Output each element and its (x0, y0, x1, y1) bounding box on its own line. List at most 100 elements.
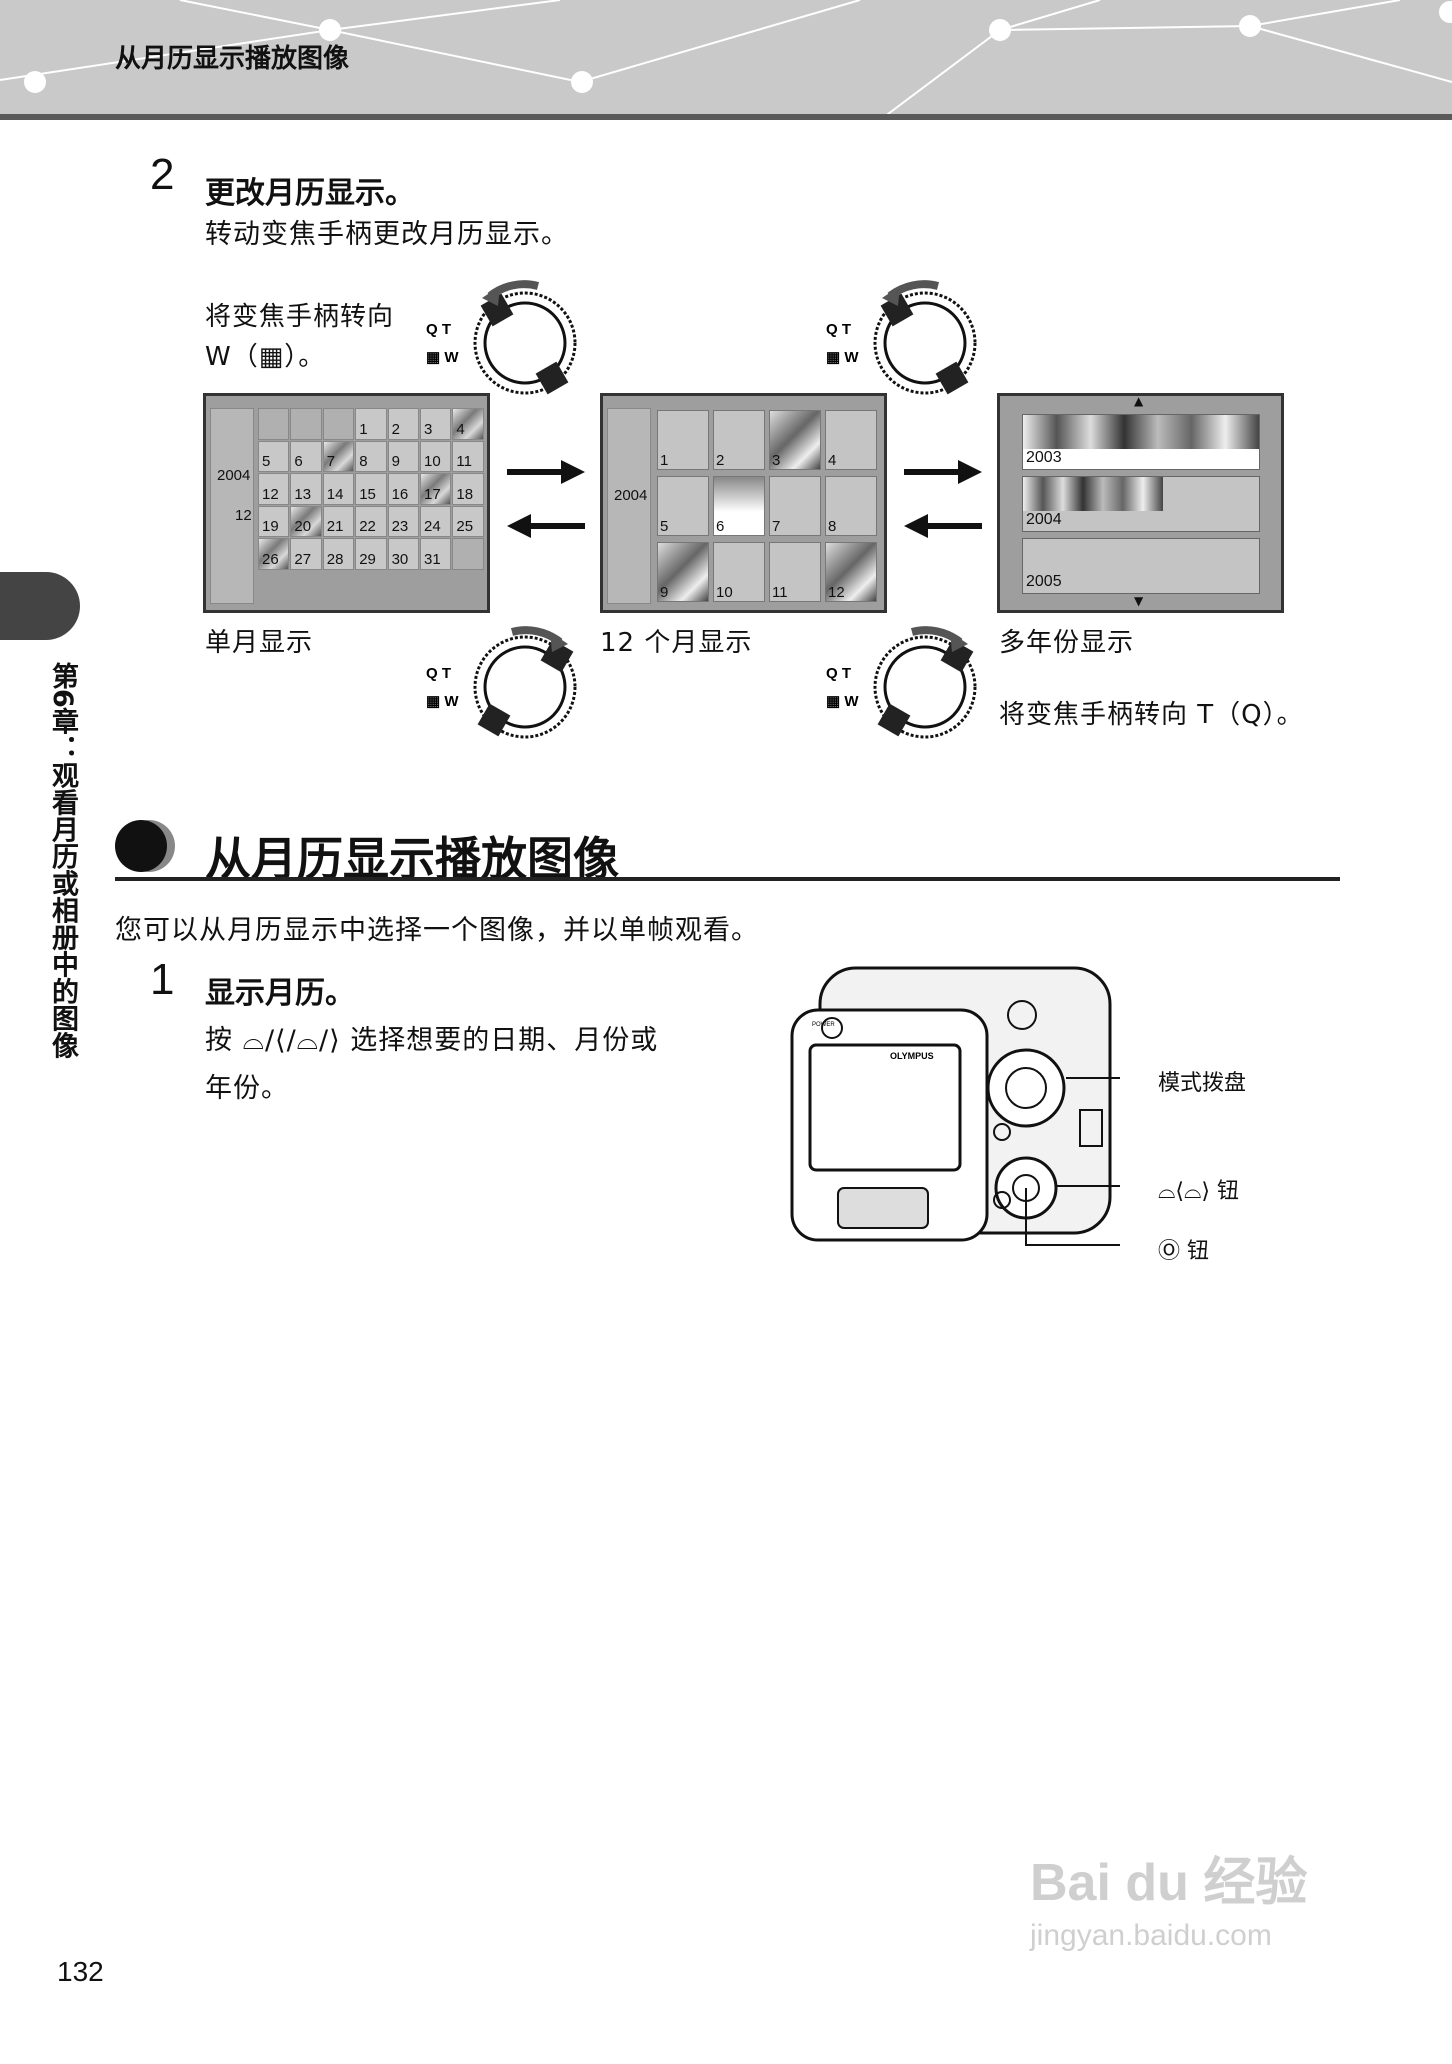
day-cell[interactable]: 2 (387, 408, 419, 440)
month-cell[interactable]: 2 (713, 410, 765, 470)
header-decoration (0, 0, 1452, 120)
day-number: 21 (326, 518, 344, 535)
day-cell[interactable]: 20 (290, 505, 322, 537)
day-number: 8 (359, 453, 368, 470)
day-number: 14 (326, 485, 344, 503)
day-number: 31 (424, 550, 441, 568)
zoom-w-instruction: 将变焦手柄转向 (205, 302, 395, 332)
day-cell[interactable]: 7 (322, 440, 355, 472)
zoom-t-instruction: 将变焦手柄转向 T（Q）。 (999, 700, 1304, 730)
step2-number: 2 (150, 150, 175, 199)
multi-year-screen: ▲ 2003 2004 2005 ▼ (997, 393, 1284, 613)
day-cell[interactable]: 22 (355, 505, 387, 537)
day-cell[interactable]: 25 (452, 505, 484, 537)
scroll-down-icon: ▼ (1134, 594, 1144, 608)
day-cell[interactable]: 12 (258, 473, 290, 505)
single-month-month: 12 (235, 507, 252, 524)
month-number: 8 (828, 518, 837, 535)
day-number: 27 (294, 550, 312, 568)
chapter-label: 第6章：观看月历或相册中的图像 (47, 662, 78, 1059)
month-number: 11 (772, 584, 788, 601)
day-cell[interactable]: 15 (355, 473, 387, 505)
day-cell[interactable] (258, 408, 290, 440)
day-cell[interactable]: 1 (355, 408, 387, 440)
day-cell[interactable]: 11 (452, 440, 484, 472)
day-cell[interactable]: 31 (420, 538, 452, 570)
day-cell[interactable] (452, 538, 484, 570)
day-cell[interactable]: 30 (387, 538, 419, 570)
month-number: 9 (660, 584, 669, 601)
month-number: 10 (716, 584, 733, 601)
zoom-dial-icon: Q T ▦ W (426, 626, 577, 739)
month-cell[interactable]: 6 (713, 476, 765, 536)
month-cell[interactable]: 10 (713, 542, 765, 602)
day-cell[interactable]: 6 (290, 440, 322, 472)
month-number: 5 (660, 518, 669, 535)
month-cell[interactable]: 1 (657, 410, 709, 470)
month-cell[interactable]: 9 (657, 542, 709, 602)
page-number: 132 (57, 1956, 104, 1987)
day-number: 12 (262, 485, 279, 503)
day-cell[interactable]: 18 (452, 473, 484, 505)
day-number: 24 (424, 518, 441, 535)
day-number: 26 (262, 550, 279, 568)
day-number: 9 (391, 453, 400, 470)
day-number: 17 (424, 485, 441, 503)
watermark-logo: Bai du 经验 jingyan.baidu.com (1030, 1854, 1308, 1952)
day-number: 20 (294, 518, 312, 535)
caption-single-month: 单月显示 (205, 628, 314, 658)
label-arrow-buttons: ⌓⟨⌓⟩ 钮 (1158, 1179, 1239, 1204)
caption-multi-year: 多年份显示 (999, 628, 1135, 658)
day-number: 1 (359, 420, 368, 438)
right-arrow-icon (904, 460, 982, 484)
month-cell[interactable]: 8 (825, 476, 877, 536)
camera-illustration: OLYMPUS POWER (790, 966, 1120, 1246)
month-cell[interactable]: 11 (769, 542, 821, 602)
day-cell[interactable]: 27 (290, 538, 322, 570)
month-cell[interactable]: 5 (657, 476, 709, 536)
month-cell[interactable]: 4 (825, 410, 877, 470)
year-label: 2005 (1026, 573, 1062, 590)
day-number: 15 (359, 485, 376, 503)
day-number: 18 (456, 485, 474, 503)
day-number: 6 (294, 453, 303, 470)
label-mode-dial: 模式拨盘 (1158, 1071, 1247, 1096)
month-cell[interactable]: 7 (769, 476, 821, 536)
header-rule (0, 114, 1452, 120)
day-number: 25 (456, 518, 474, 535)
day-cell[interactable]: 28 (322, 538, 355, 570)
day-number: 29 (359, 550, 376, 568)
day-number: 30 (391, 550, 409, 568)
day-cell[interactable]: 21 (322, 505, 355, 537)
day-cell[interactable]: 8 (355, 440, 387, 472)
month-cell[interactable]: 12 (825, 542, 877, 602)
day-cell[interactable]: 16 (387, 473, 419, 505)
day-cell[interactable]: 17 (420, 473, 452, 505)
day-cell[interactable]: 24 (420, 505, 452, 537)
day-number: 4 (456, 420, 465, 438)
day-number: 3 (424, 420, 433, 438)
day-cell[interactable]: 19 (258, 505, 290, 537)
day-cell[interactable]: 26 (258, 538, 290, 570)
day-number: 2 (391, 420, 400, 438)
month-number: 6 (716, 518, 725, 535)
month-cell[interactable]: 3 (769, 410, 821, 470)
month-number: 12 (828, 584, 845, 601)
day-cell[interactable]: 23 (387, 505, 419, 537)
day-number: 16 (391, 485, 409, 503)
day-number: 28 (326, 550, 344, 568)
day-cell[interactable] (322, 408, 355, 440)
day-cell[interactable]: 3 (420, 408, 452, 440)
day-number: 5 (262, 453, 271, 470)
day-cell[interactable]: 9 (387, 440, 419, 472)
day-cell[interactable]: 13 (290, 473, 322, 505)
day-cell[interactable]: 4 (452, 408, 484, 440)
zoom-w-instruction-2: W（▦）。 (205, 342, 326, 372)
day-cell[interactable] (290, 408, 322, 440)
day-cell[interactable]: 5 (258, 440, 290, 472)
month-number: 4 (828, 452, 837, 469)
day-cell[interactable]: 14 (322, 473, 355, 505)
day-cell[interactable]: 29 (355, 538, 387, 570)
caption-twelve-month: 12 个月显示 (600, 628, 753, 658)
day-cell[interactable]: 10 (420, 440, 452, 472)
